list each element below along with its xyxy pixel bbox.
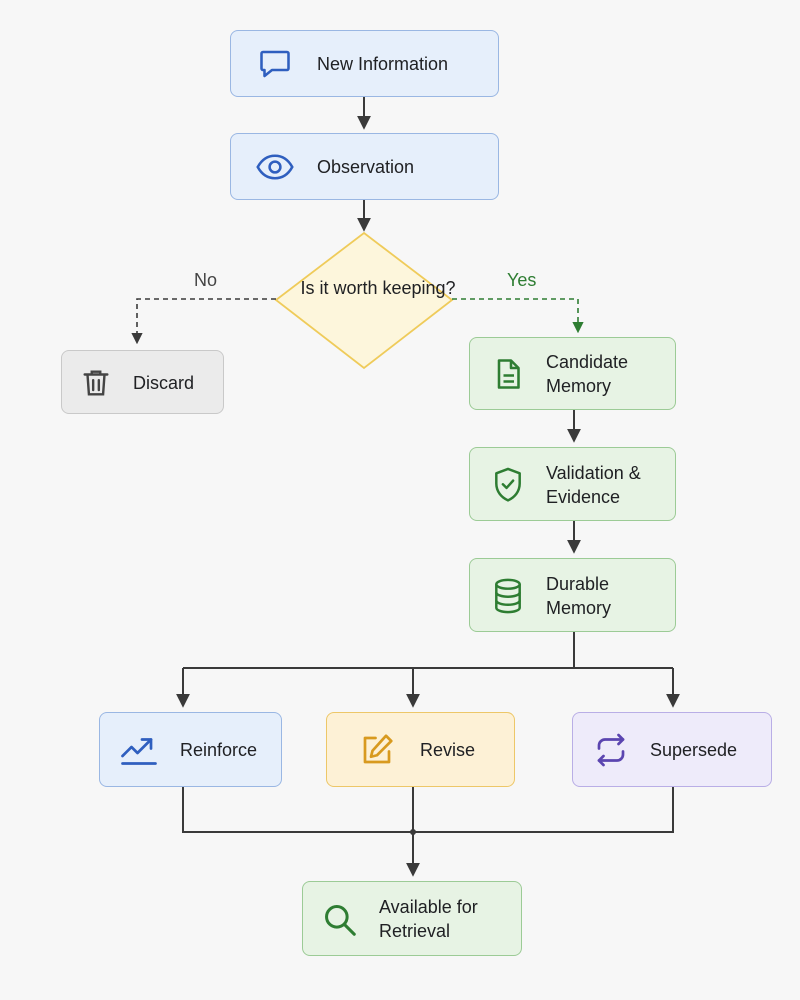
node-label: Durable Memory — [546, 574, 612, 618]
node-label: Reinforce — [180, 740, 258, 760]
node-available-for-retrieval: Available for Retrieval — [302, 881, 522, 956]
node-label: Revise — [420, 740, 476, 760]
edge-reinforce-merge — [182, 787, 413, 833]
decision-label: Is it worth keeping? — [300, 278, 456, 298]
no-label: No — [194, 270, 218, 290]
trash-icon — [79, 366, 113, 400]
decision-diamond — [274, 231, 454, 370]
node-revise: Revise — [326, 712, 515, 787]
chat-bubble-icon — [257, 46, 293, 82]
node-label: Validation & Evidence — [546, 463, 641, 507]
node-candidate-memory: Candidate Memory — [469, 337, 676, 410]
node-label: Candidate Memory — [546, 352, 629, 396]
node-discard: Discard — [61, 350, 224, 414]
node-label: New Information — [317, 54, 449, 74]
node-label: Supersede — [650, 740, 738, 760]
node-durable-memory: Durable Memory — [469, 558, 676, 632]
node-validation-evidence: Validation & Evidence — [469, 447, 676, 521]
swap-icon — [593, 732, 629, 768]
edit-icon — [359, 732, 395, 768]
node-label: Available for Retrieval — [379, 897, 478, 941]
shield-check-icon — [490, 466, 526, 504]
search-icon — [321, 901, 359, 939]
edge-yes — [452, 298, 584, 334]
node-observation: Observation — [230, 133, 499, 200]
trending-up-icon — [119, 732, 159, 768]
node-new-information: New Information — [230, 30, 499, 97]
edge-supersede-merge — [413, 787, 674, 833]
eye-icon — [255, 149, 295, 185]
node-supersede: Supersede — [572, 712, 772, 787]
node-label: Observation — [317, 157, 415, 177]
node-label: Discard — [133, 373, 195, 393]
edge-no — [131, 298, 276, 345]
yes-label: Yes — [507, 270, 537, 290]
database-icon — [490, 577, 526, 615]
document-icon — [490, 356, 526, 392]
node-reinforce: Reinforce — [99, 712, 282, 787]
